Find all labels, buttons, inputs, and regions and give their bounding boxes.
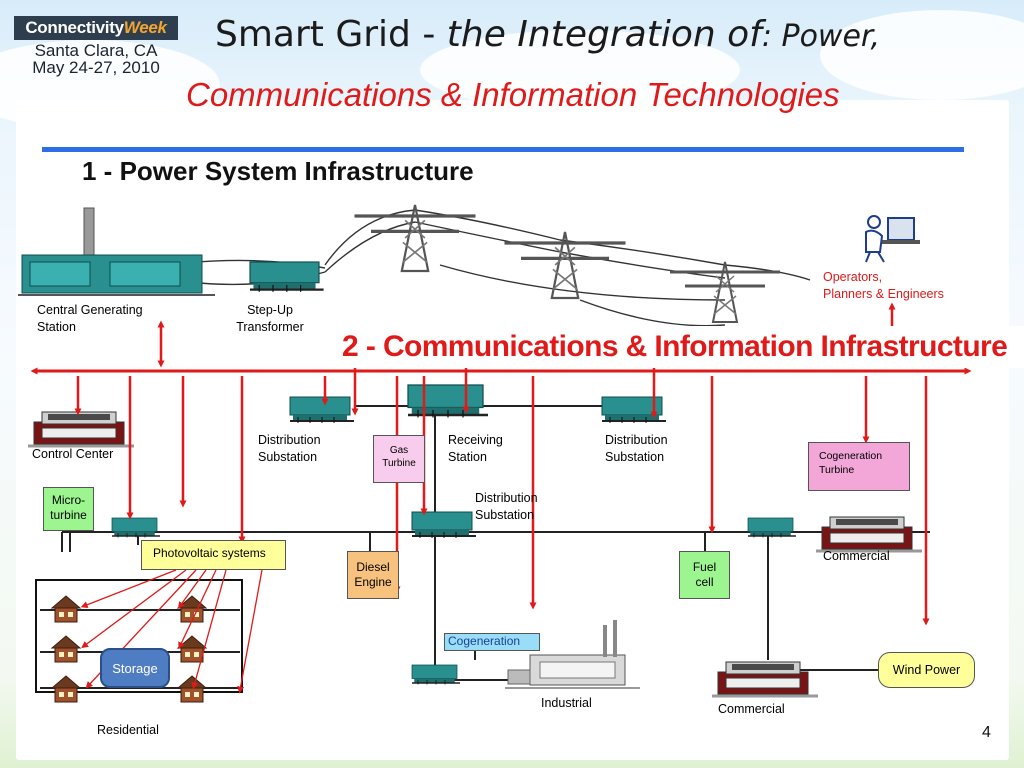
page-title: Smart Grid - the Integration of: Power,: [215, 14, 881, 55]
residential-label: Residential: [97, 723, 159, 737]
micro-turbine-box: Micro-turbine: [43, 487, 94, 531]
commercial-top-label: Commercial: [823, 549, 890, 563]
cogeneration-box: Cogeneration: [444, 633, 540, 651]
page-subtitle: Communications & Information Technologie…: [186, 76, 840, 113]
storage-box: Storage: [100, 648, 170, 688]
wind-power-box: Wind Power: [878, 652, 975, 688]
photovoltaic-systems-box: Photovoltaic systems: [141, 540, 286, 570]
section-heading-power: 1 - Power System Infrastructure: [82, 156, 474, 186]
cloud-decoration: [820, 10, 1024, 100]
cloud-decoration: [420, 30, 740, 110]
commercial-bottom-label: Commercial: [718, 702, 785, 716]
section-heading-communications: 2 - Communications & Information Infrast…: [334, 326, 1024, 368]
control-center-label: Control Center: [32, 447, 114, 461]
page-number: 4: [982, 724, 991, 741]
industrial-label: Industrial: [541, 696, 592, 710]
title-divider: [42, 147, 964, 152]
logo-dates: May 24-27, 2010: [32, 58, 160, 77]
connectivity-week-logo: ConnectivityWeek: [14, 16, 178, 40]
operators-label: Operators,Planners & Engineers: [823, 270, 944, 301]
logo-location: Santa Clara, CA: [34, 41, 158, 60]
